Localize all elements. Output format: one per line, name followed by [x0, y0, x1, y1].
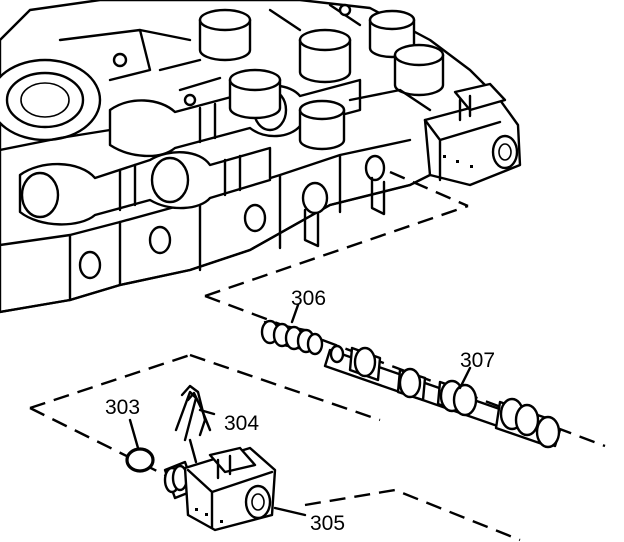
part-304-retaining-clip	[174, 384, 216, 464]
installed-solenoid	[423, 82, 522, 187]
leader-303	[128, 418, 140, 450]
leader-305	[273, 506, 307, 517]
callout-305: 305	[310, 512, 345, 535]
valve-body-casting	[0, 0, 522, 314]
leader-307	[458, 366, 472, 390]
leader-306	[290, 303, 300, 324]
part-303-o-ring	[125, 418, 155, 473]
leader-304	[188, 438, 198, 464]
part-305-solenoid	[163, 446, 307, 532]
callout-304: 304	[224, 412, 259, 435]
part-306-spring	[260, 303, 324, 356]
callout-307: 307	[460, 349, 495, 372]
callout-303: 303	[105, 396, 140, 419]
spool-valves	[18, 3, 445, 226]
part-307-spool-valve	[323, 344, 562, 449]
callout-306: 306	[291, 287, 326, 310]
